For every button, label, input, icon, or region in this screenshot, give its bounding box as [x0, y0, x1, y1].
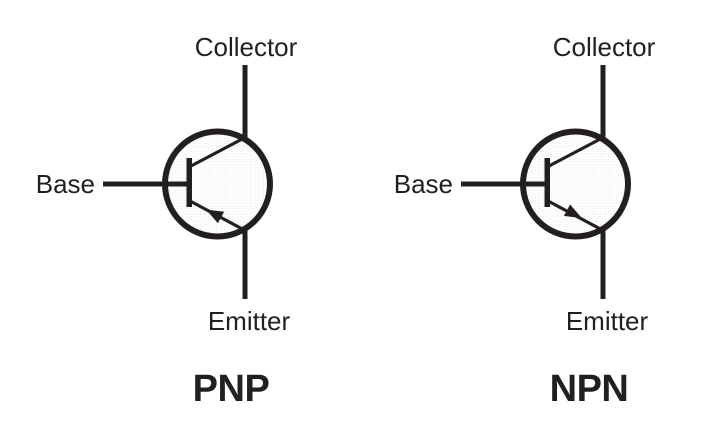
npn-emitter-label: Emitter — [565, 306, 649, 336]
npn-base-label: Base — [393, 169, 453, 199]
npn-transistor-diagram: Collector Base Emitter NPN — [358, 0, 721, 432]
base-bar — [544, 158, 550, 207]
pnp-collector-label: Collector — [194, 32, 298, 62]
pnp-transistor-symbol — [103, 65, 273, 299]
npn-type-label: NPN — [549, 368, 629, 410]
emitter-arrow-out-icon — [563, 204, 582, 219]
npn-transistor-symbol — [461, 65, 631, 299]
emitter-arrow-in-icon — [206, 209, 225, 224]
base-bar — [186, 158, 192, 207]
pnp-type-label: PNP — [192, 368, 270, 410]
collector-diagonal — [548, 135, 606, 168]
collector-diagonal — [190, 135, 248, 168]
pnp-transistor-diagram: Collector Base Emitter PNP — [35, 32, 298, 410]
pnp-emitter-label: Emitter — [207, 306, 291, 336]
npn-collector-label: Collector — [552, 32, 656, 62]
pnp-base-label: Base — [35, 169, 95, 199]
